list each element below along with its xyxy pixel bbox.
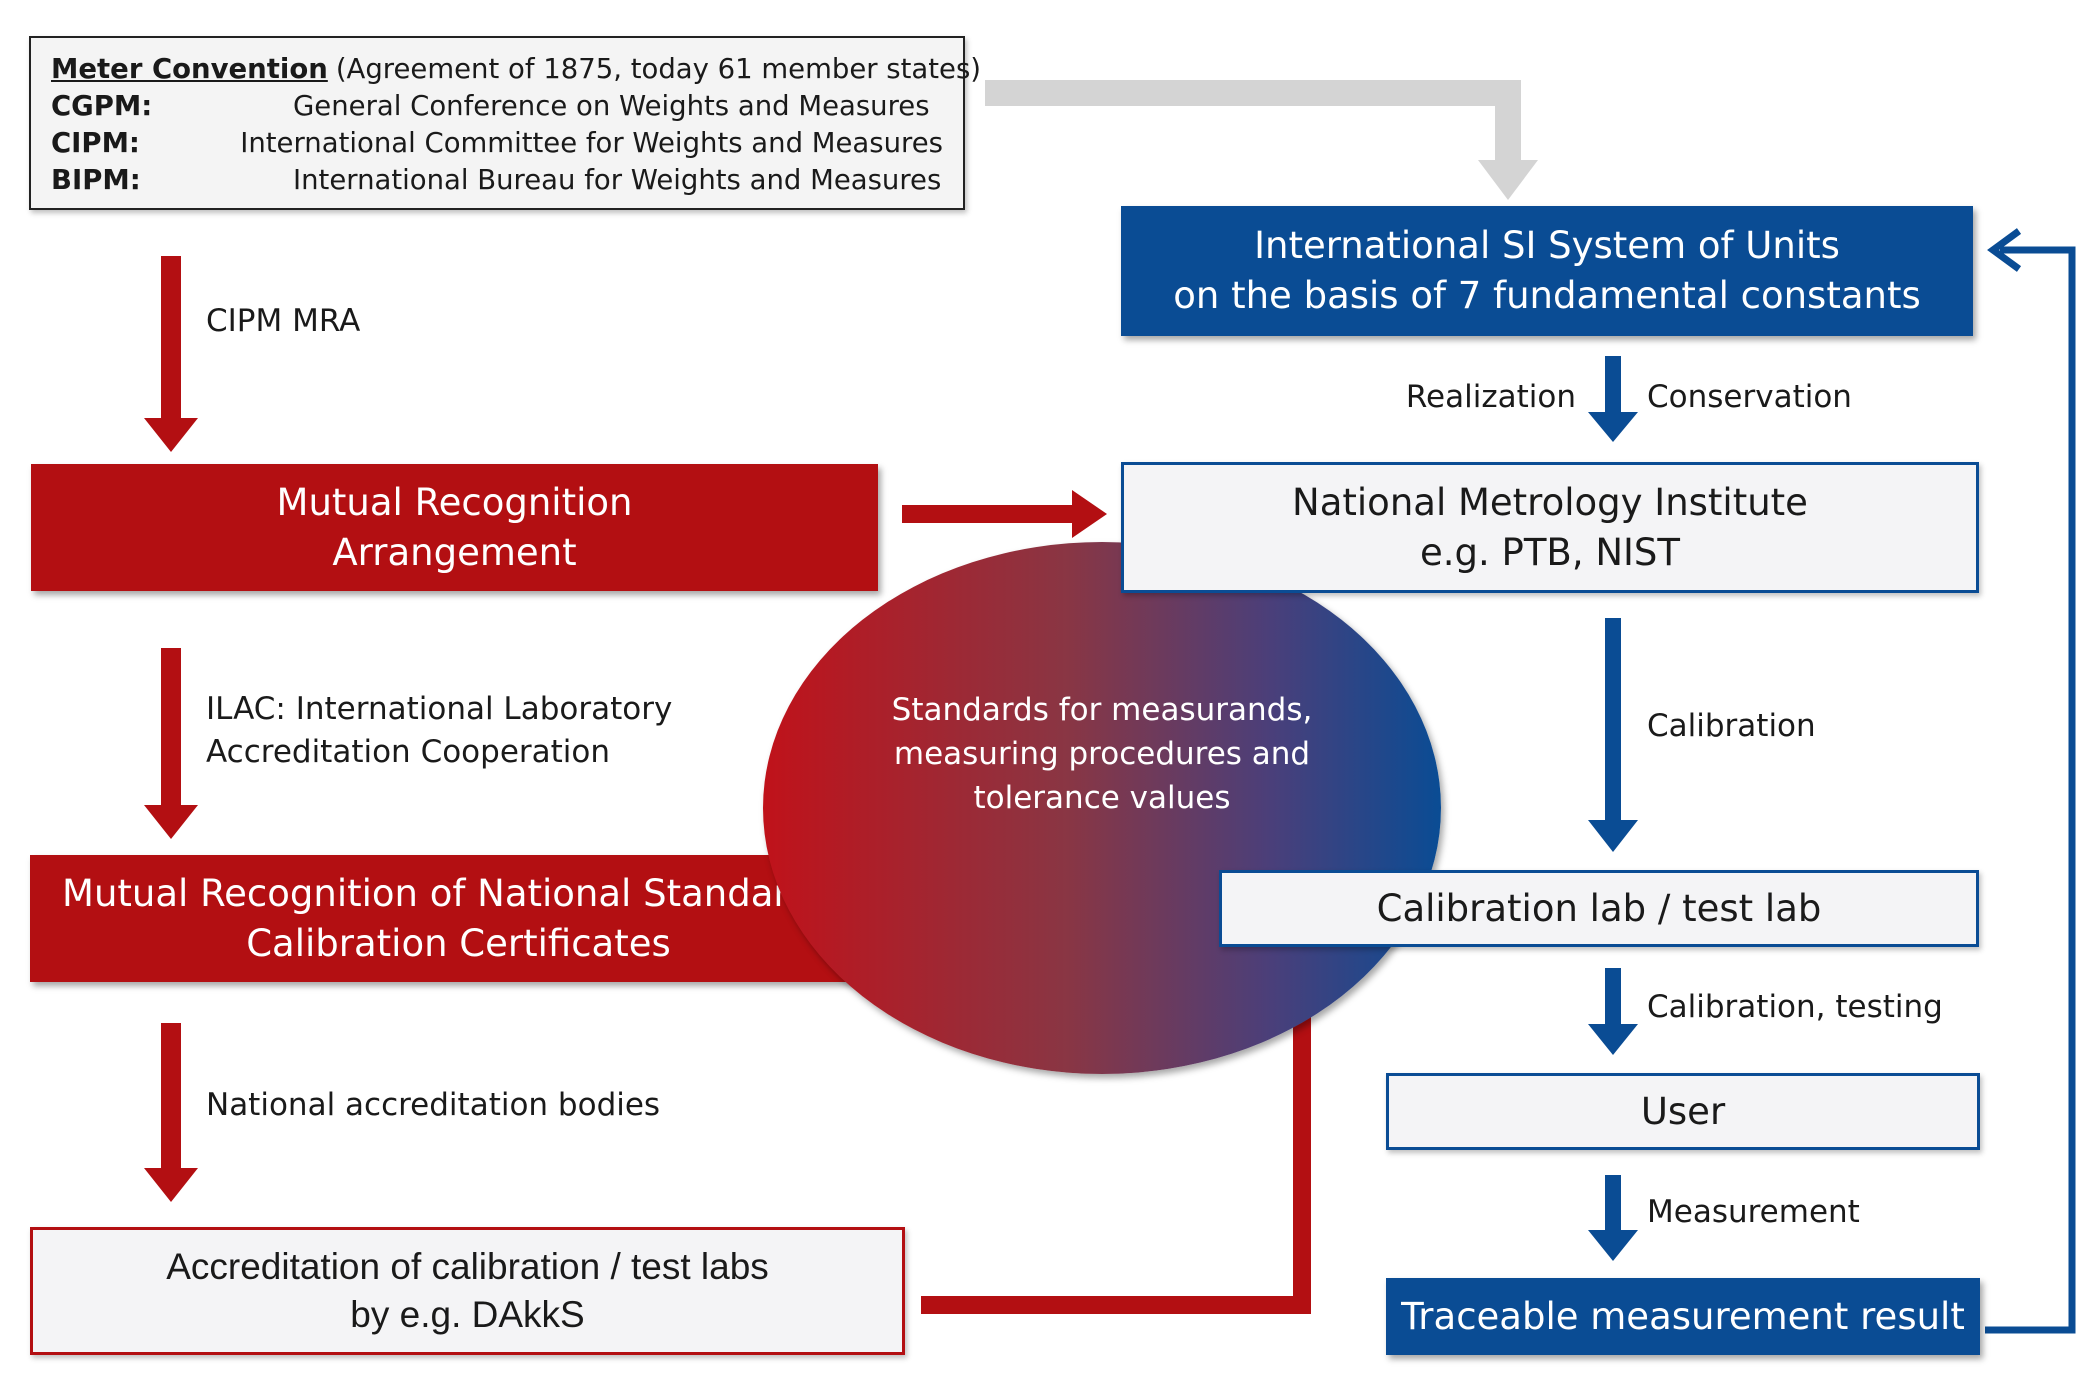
meter-row-bipm: BIPM: International Bureau for Weights a… [51,161,943,198]
standards-ellipse-text: Standards for measurands, measuring proc… [862,688,1342,820]
meter-row-cgpm: CGPM: General Conference on Weights and … [51,87,943,124]
label-cipm-mra: CIPM MRA [206,303,361,339]
meter-convention-title: Meter Convention [51,52,328,85]
mutual-recognition-line1: Mutual Recognition of National Standards… [62,871,855,915]
label-realization: Realization [1405,379,1576,415]
gray-arrow-meter-to-si [985,80,1538,200]
label-ilac: ILAC: International Laboratory Accredita… [206,688,672,774]
si-box-line1: International SI System of Units [1254,224,1840,268]
meter-row-key: BIPM: [51,163,141,196]
accreditation-line1: Accreditation of calibration / test labs [166,1245,769,1287]
mutual-recognition-line2: Calibration Certificates [246,921,671,965]
meter-convention-header: Meter Convention (Agreement of 1875, tod… [51,50,981,87]
meter-row-value: International Committee for Weights and … [240,126,943,159]
red-arrow-national-bodies [144,1023,198,1202]
si-box-line2: on the basis of 7 fundamental constants [1173,274,1921,317]
label-national-bodies: National accreditation bodies [206,1087,661,1123]
nmi-box-line2: e.g. PTB, NIST [1419,530,1681,574]
mra-box-line2: Arrangement [332,530,577,574]
ellipse-line1: Standards for measurands, [891,692,1313,728]
traceable-result-label: Traceable measurement result [1401,1294,1965,1338]
ellipse-line3: tolerance values [973,780,1231,817]
mra-box-line1: Mutual Recognition [276,480,633,524]
standards-ellipse [763,542,1441,1074]
label-calibration-testing: Calibration, testing [1647,989,1943,1025]
label-ilac-line2: Accreditation Cooperation [206,733,611,770]
meter-row-cipm: CIPM: International Committee for Weight… [51,124,943,161]
user-label: User [1640,1089,1726,1133]
accreditation-box: Accreditation of calibration / test labs… [30,1227,905,1355]
blue-arrow-feedback-loop [1985,228,2076,1334]
label-conservation: Conservation [1647,379,1852,415]
accreditation-line2: by e.g. DAkkS [350,1294,585,1335]
user-box: User [1386,1073,1980,1150]
meter-row-key: CIPM: [51,126,140,159]
blue-arrow-measurement [1588,1175,1638,1261]
nmi-box-line1: National Metrology Institute [1292,480,1808,524]
blue-arrow-calibration-testing [1588,968,1638,1055]
label-calibration: Calibration [1647,708,1816,744]
calibration-lab-label: Calibration lab / test lab [1376,886,1822,930]
red-arrow-cipm-mra [144,256,198,452]
traceable-result-box: Traceable measurement result [1386,1278,1980,1355]
meter-row-value: General Conference on Weights and Measur… [293,89,930,122]
blue-arrow-calibration [1588,618,1638,852]
calibration-lab-box: Calibration lab / test lab [1219,870,1979,947]
si-system-box: International SI System of Units on the … [1121,206,1973,336]
meter-convention-note: (Agreement of 1875, today 61 member stat… [335,52,982,85]
red-arrow-mra-to-nmi [902,490,1107,538]
label-measurement: Measurement [1647,1194,1860,1230]
mra-box: Mutual Recognition Arrangement [31,464,878,591]
nmi-box: National Metrology Institute e.g. PTB, N… [1121,462,1979,593]
meter-convention-box: Meter Convention (Agreement of 1875, tod… [29,36,981,210]
mutual-recognition-box: Mutual Recognition of National Standards… [30,855,887,982]
meter-row-key: CGPM: [51,89,153,122]
label-ilac-line1: ILAC: International Laboratory [206,691,673,727]
meter-row-value: International Bureau for Weights and Mea… [293,163,942,196]
red-arrow-ilac [144,648,198,839]
ellipse-line2: measuring procedures and [893,736,1311,773]
blue-arrow-realization [1588,356,1638,442]
